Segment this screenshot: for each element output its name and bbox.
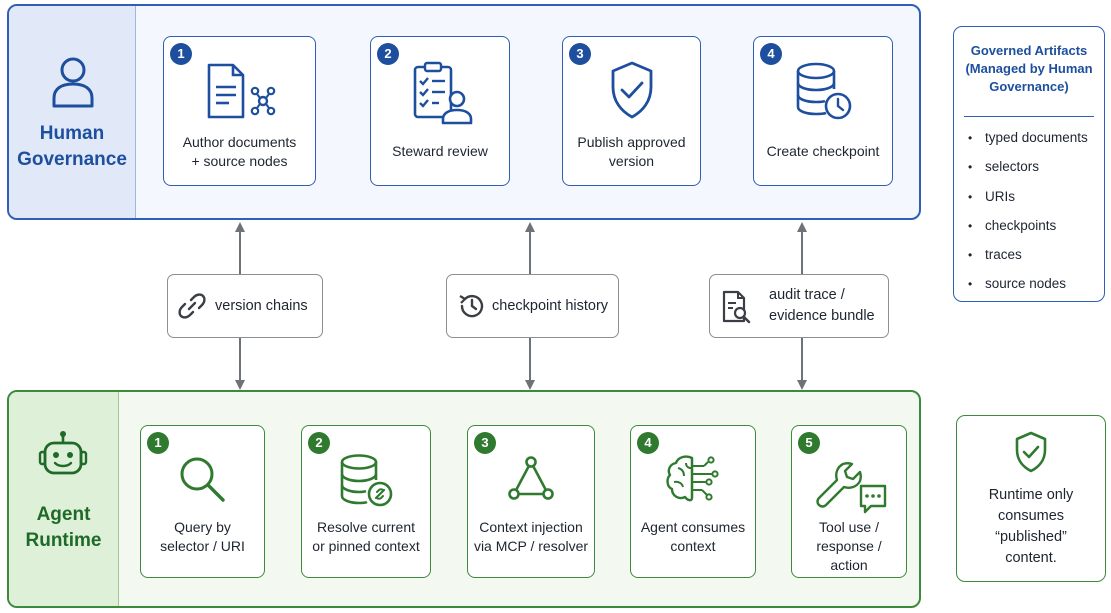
list-item: •traces — [968, 247, 1022, 263]
human-governance-title: Human Governance — [17, 123, 127, 170]
gov-step-3-label: Publish approved version — [577, 134, 686, 169]
governed-artifacts-title: Governed Artifacts (Managed by Human Gov… — [965, 43, 1093, 94]
list-item: •typed documents — [968, 130, 1088, 145]
shield-check-icon — [563, 59, 700, 121]
history-icon — [457, 291, 487, 321]
governed-artifacts-panel: Governed Artifacts (Managed by Human Gov… — [953, 26, 1105, 302]
document-search-icon — [720, 289, 752, 325]
wrench-chat-icon — [792, 452, 906, 514]
gov-step-4-label: Create checkpoint — [766, 143, 880, 159]
step-number-badge: 2 — [377, 43, 399, 65]
list-item: •URIs — [968, 188, 1015, 204]
link-icon — [177, 291, 207, 321]
triangle-nodes-icon — [468, 452, 594, 506]
agent-step-3-card: 3 Context injection via MCP / resolver — [467, 425, 595, 578]
gov-step-2-label: Steward review — [392, 143, 488, 159]
step-number-badge: 1 — [147, 432, 169, 454]
audit-trace-label: audit trace / evidence bundle — [769, 287, 875, 324]
artifacts-divider — [964, 116, 1094, 117]
audit-trace-link: audit trace / evidence bundle — [709, 274, 889, 338]
step-number-badge: 3 — [474, 432, 496, 454]
governed-artifacts-list: •typed documents •selectors •URIs •check… — [968, 123, 1088, 299]
runtime-note-text: Runtime only consumes “published” conten… — [988, 487, 1074, 566]
robot-icon — [37, 430, 89, 486]
gov-step-2-card: 2 Steward review — [370, 36, 510, 186]
step-number-badge: 1 — [170, 43, 192, 65]
step-number-badge: 2 — [308, 432, 330, 454]
agent-step-2-label: Resolve current or pinned context — [312, 519, 420, 554]
checkpoint-history-link: checkpoint history — [446, 274, 619, 338]
gov-step-1-label: Author documents + source nodes — [182, 134, 297, 169]
agent-step-3-label: Context injection via MCP / resolver — [473, 519, 589, 554]
step-number-badge: 5 — [798, 432, 820, 454]
version-chains-link: version chains — [167, 274, 323, 338]
step-number-badge: 4 — [760, 43, 782, 65]
gov-step-4-card: 4 Create checkpoint — [753, 36, 893, 186]
shield-check-icon — [1013, 430, 1049, 474]
agent-runtime-title: Agent Runtime — [25, 504, 102, 551]
gov-step-1-card: 1 Author documents + source nodes — [163, 36, 316, 186]
agent-step-5-card: 5 Tool use / response / action — [791, 425, 907, 578]
list-item: •selectors — [968, 159, 1040, 175]
agent-runtime-header: Agent Runtime — [9, 392, 119, 606]
agent-step-4-label: Agent consumes context — [640, 519, 746, 554]
agent-step-5-label: Tool use / response / action — [816, 519, 882, 573]
database-link-icon — [302, 452, 430, 510]
checkpoint-history-label: checkpoint history — [492, 298, 609, 314]
list-item: •source nodes — [968, 276, 1067, 292]
agent-step-1-card: 1 Query by selector / URI — [140, 425, 265, 578]
person-icon — [51, 56, 95, 108]
agent-step-2-card: 2 Resolve current or pinned context — [301, 425, 431, 578]
document-network-icon — [164, 59, 315, 121]
brain-circuit-icon — [631, 452, 755, 508]
list-item: •checkpoints — [968, 217, 1057, 233]
agent-step-4-card: 4 Agent consumes context — [630, 425, 756, 578]
runtime-note-panel: Runtime only consumes “published” conten… — [956, 415, 1106, 582]
step-number-badge: 3 — [569, 43, 591, 65]
step-number-badge: 4 — [637, 432, 659, 454]
gov-step-3-card: 3 Publish approved version — [562, 36, 701, 186]
human-governance-header: Human Governance — [9, 6, 136, 218]
agent-step-1-label: Query by selector / URI — [160, 519, 245, 554]
magnifier-icon — [141, 452, 264, 508]
version-chains-label: version chains — [215, 298, 308, 314]
database-clock-icon — [754, 59, 892, 125]
checklist-person-icon — [371, 59, 509, 125]
